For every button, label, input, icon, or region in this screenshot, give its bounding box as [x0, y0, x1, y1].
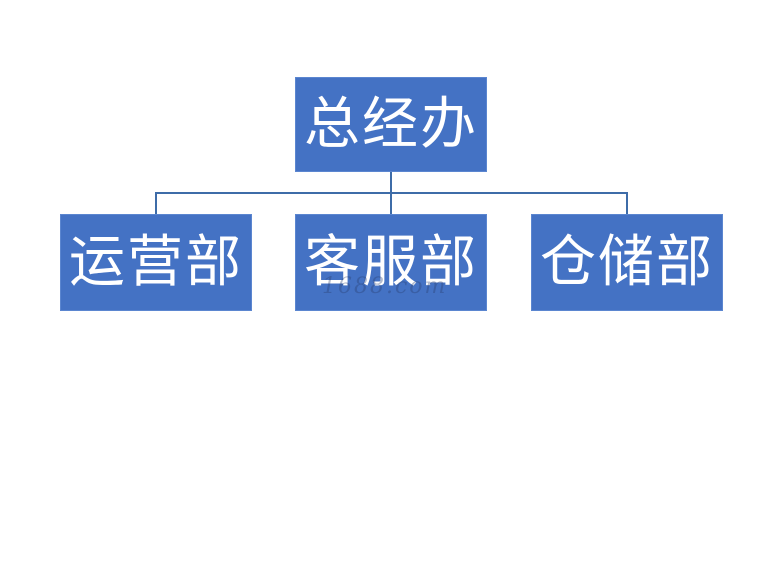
child-node-label: 仓储部: [540, 229, 714, 295]
connector-child-1: [155, 192, 157, 214]
connector-child-2: [390, 192, 392, 214]
child-node-customer-service: 客服部: [295, 214, 487, 311]
child-node-label: 客服部: [304, 229, 478, 295]
root-node: 总经办: [295, 77, 487, 172]
root-node-label: 总经办: [304, 91, 478, 157]
child-node-warehouse: 仓储部: [531, 214, 723, 311]
child-node-label: 运营部: [69, 229, 243, 295]
child-node-operations: 运营部: [60, 214, 252, 311]
connector-root-down: [390, 172, 392, 194]
connector-child-3: [626, 192, 628, 214]
